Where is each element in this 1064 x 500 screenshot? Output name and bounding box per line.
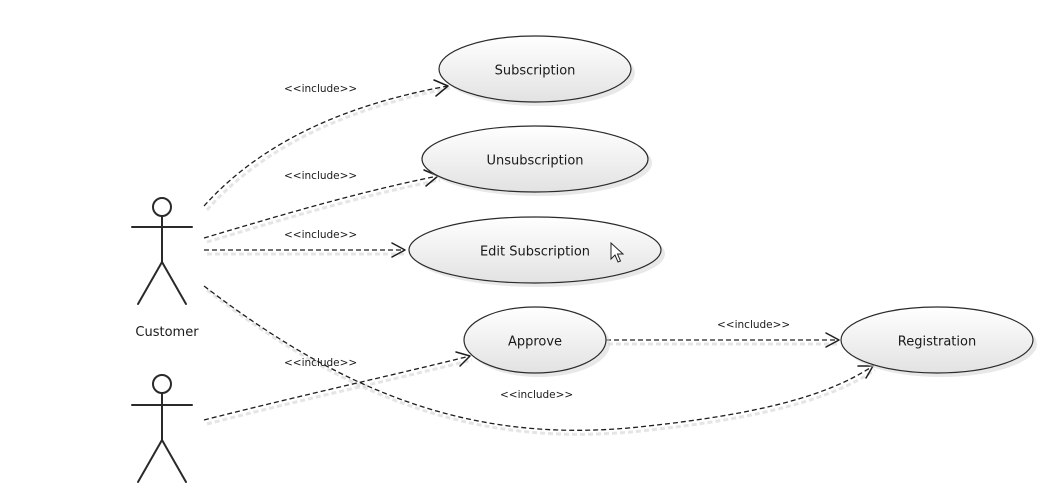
- stereotype-label: <<include>>: [500, 389, 573, 401]
- mouse-pointer-icon: [610, 241, 625, 263]
- actor-second[interactable]: [131, 374, 193, 483]
- actor-left-leg: [137, 439, 163, 483]
- stereotype-label: <<include>>: [284, 229, 357, 241]
- edge-customer-edit-subscription: [204, 242, 406, 258]
- actor-customer[interactable]: Customer: [131, 197, 199, 340]
- use-case-label: Edit Subscription: [480, 245, 590, 260]
- stereotype-label: <<include>>: [284, 83, 357, 95]
- edge-customer-subscription: [203, 79, 449, 207]
- use-case-label: Unsubscription: [486, 154, 583, 169]
- actor-right-leg: [161, 439, 187, 483]
- edge-actor2-approve: [203, 351, 471, 421]
- use-case-subscription[interactable]: Subscription: [438, 35, 635, 106]
- use-case-label: Approve: [508, 335, 562, 350]
- actor-head: [152, 197, 172, 217]
- use-case-label: Subscription: [495, 64, 576, 79]
- stereotype-label: <<include>>: [717, 319, 790, 331]
- use-case-unsubscription[interactable]: Unsubscription: [421, 125, 652, 196]
- edge-shadows: [205, 86, 876, 436]
- use-case-approve[interactable]: Approve: [463, 306, 610, 377]
- actor-head: [152, 374, 172, 394]
- actor-label: Customer: [135, 325, 199, 340]
- stereotype-label: <<include>>: [284, 170, 357, 182]
- use-case-label: Registration: [898, 335, 976, 350]
- edge-approve-registration: [606, 332, 840, 348]
- actor-left-leg: [137, 261, 163, 305]
- actor-right-leg: [161, 261, 187, 305]
- use-case-edit-subscription[interactable]: Edit Subscription: [408, 216, 665, 287]
- use-case-registration[interactable]: Registration: [840, 306, 1037, 377]
